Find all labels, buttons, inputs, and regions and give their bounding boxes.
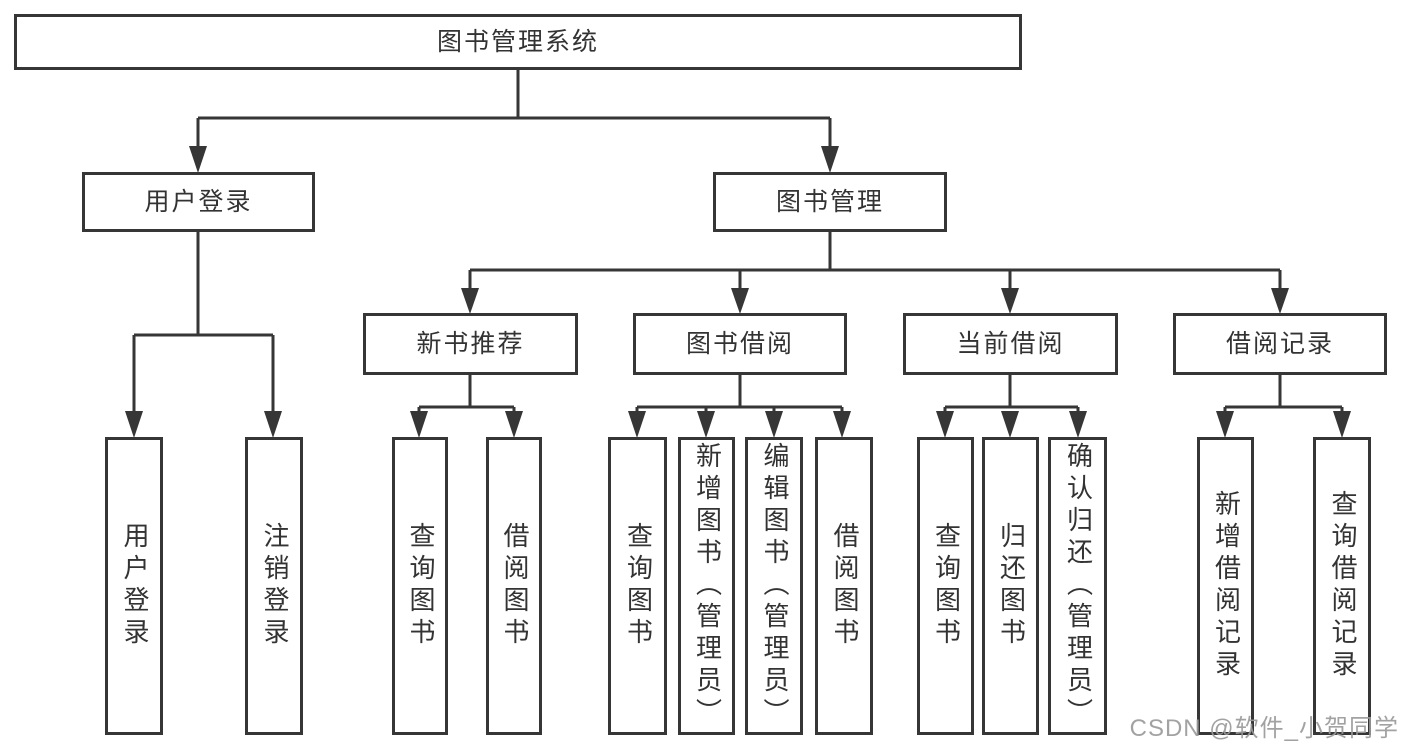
connector-book-borrow-children: [628, 375, 851, 438]
node-borrow-records: 借阅记录: [1173, 313, 1387, 375]
leaf-return-books: 归还图书: [982, 437, 1039, 735]
node-root-library-system: 图书管理系统: [14, 14, 1022, 70]
connector-current-borrow-children: [936, 375, 1087, 438]
csdn-watermark: CSDN @软件_小贺同学: [1129, 715, 1399, 742]
leaf-logout: 注销登录: [245, 437, 303, 735]
node-book-management: 图书管理: [713, 172, 947, 232]
leaf-user-login: 用户登录: [105, 437, 163, 735]
leaf-borrow-books: 借阅图书: [815, 437, 873, 735]
leaf-query-books-recommend: 查询图书: [392, 437, 448, 735]
leaf-query-borrow-record: 查询借阅记录: [1313, 437, 1371, 735]
connector-user-login-children: [125, 232, 282, 438]
leaf-edit-books-admin: 编辑图书（管理员）: [745, 437, 803, 735]
connector-new-book-children: [410, 375, 523, 438]
leaf-query-books-current: 查询图书: [917, 437, 974, 735]
leaf-add-books-admin: 新增图书（管理员）: [678, 437, 735, 735]
connector-root-to-level2: [189, 70, 839, 173]
leaf-confirm-return-admin: 确认归还（管理员）: [1048, 437, 1107, 735]
leaf-query-books-borrow: 查询图书: [608, 437, 667, 735]
leaf-borrow-books-recommend: 借阅图书: [486, 437, 542, 735]
leaf-add-borrow-record: 新增借阅记录: [1197, 437, 1254, 735]
node-current-borrow: 当前借阅: [903, 313, 1118, 375]
connector-borrow-records-children: [1216, 375, 1351, 438]
connector-book-management-children: [461, 232, 1289, 314]
node-book-borrow: 图书借阅: [633, 313, 847, 375]
node-user-login: 用户登录: [82, 172, 315, 232]
node-new-book-recommend: 新书推荐: [363, 313, 578, 375]
